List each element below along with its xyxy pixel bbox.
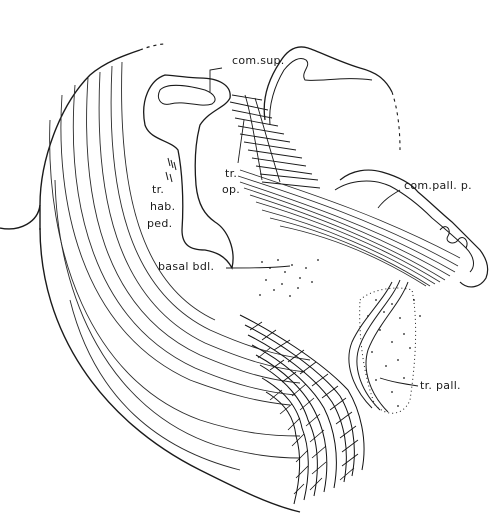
- outer-dotted-boundary: [140, 44, 165, 50]
- tr-pall-bundle: [349, 280, 408, 412]
- label-tr-hab-ped-line3: ped.: [147, 218, 172, 230]
- dense-crosshatch: [250, 322, 358, 494]
- label-com-pall-p: com.pall. p.: [404, 180, 472, 192]
- com-sup-inner: [158, 85, 215, 105]
- basal-stipple: [259, 259, 421, 407]
- pallial-wall-inner: [270, 58, 372, 125]
- pallial-fold-right-inner: [335, 181, 473, 272]
- label-tr-pall: tr. pall.: [420, 380, 461, 392]
- label-tr-hab-ped-line2: hab.: [150, 201, 175, 213]
- label-com-sup: com.sup.: [232, 55, 285, 67]
- tr-hab-ped-marks: [166, 158, 176, 182]
- label-tr-op-line1: tr.: [225, 168, 237, 180]
- label-tr-hab-ped-line1: tr.: [152, 184, 164, 196]
- leader-lines: [210, 68, 418, 386]
- pallial-wall-dotted: [392, 92, 400, 150]
- leader-com-pall-p: [378, 190, 400, 208]
- leader-basal-bdl: [226, 266, 290, 268]
- label-basal-bdl: basal bdl.: [158, 261, 214, 273]
- label-tr-op-line2: op.: [222, 184, 240, 196]
- tr-op-hatching: [230, 95, 320, 188]
- outer-outline: [0, 50, 140, 229]
